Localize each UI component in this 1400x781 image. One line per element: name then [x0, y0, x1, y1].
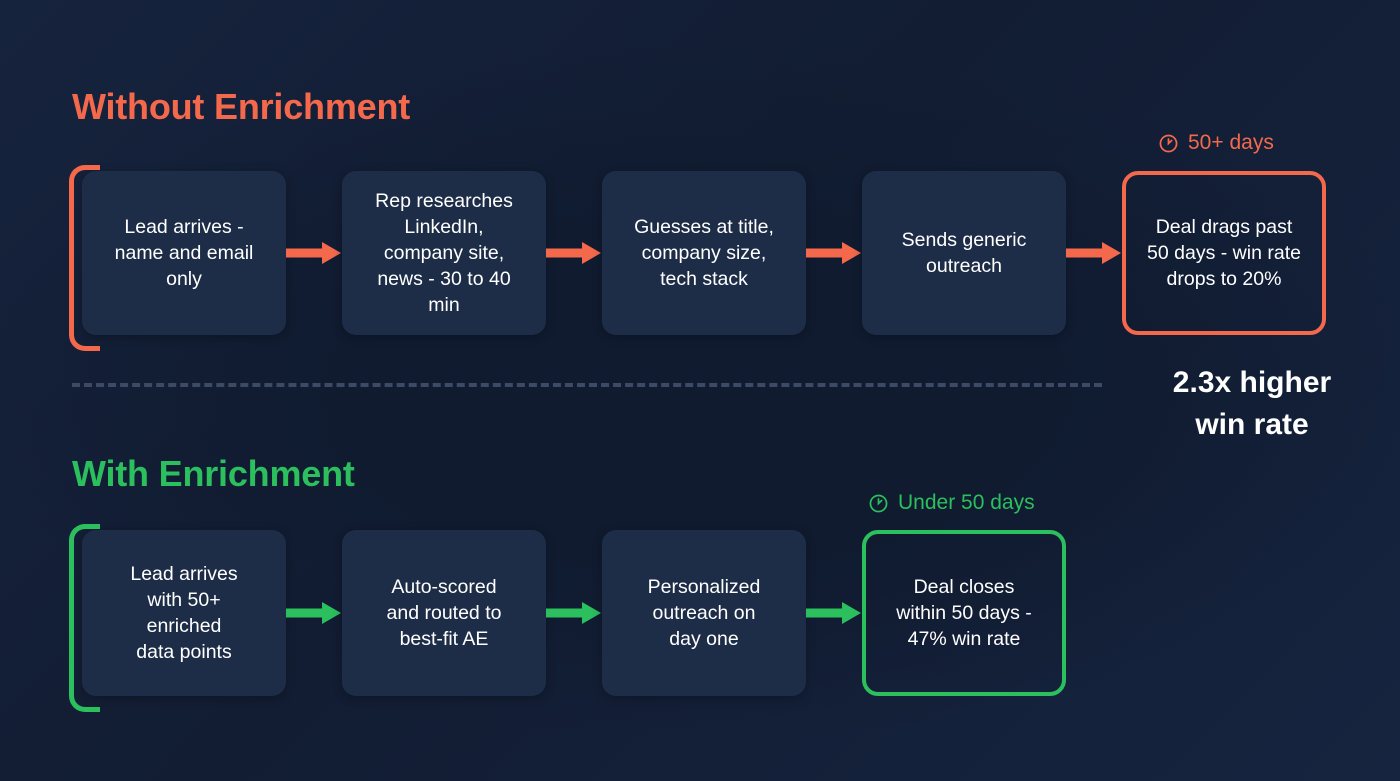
arrow-shaft — [1066, 248, 1106, 258]
flow-arrow-without-4 — [1066, 242, 1122, 264]
flow-node-with-3-label: Personalized outreach on day one — [647, 576, 761, 650]
duration-badge-with: Under 50 days — [868, 491, 1035, 515]
section-divider — [72, 383, 1102, 387]
clock-icon — [1158, 133, 1179, 154]
arrow-shaft — [286, 608, 326, 618]
flow-node-without-3[interactable]: Guesses at title, company size, tech sta… — [602, 171, 806, 335]
arrow-shaft — [546, 608, 586, 618]
flow-node-without-outcome-label: Deal drags past 50 days - win rate drops… — [1147, 216, 1301, 290]
flow-arrow-with-1 — [286, 602, 342, 624]
duration-badge-with-label: Under 50 days — [898, 491, 1035, 514]
arrow-head-icon — [842, 602, 861, 624]
section-title-with-enrichment: With Enrichment — [72, 453, 355, 494]
flow-node-with-outcome-label: Deal closes within 50 days - 47% win rat… — [896, 576, 1032, 650]
flow-node-with-outcome[interactable]: Deal closes within 50 days - 47% win rat… — [862, 530, 1066, 696]
flow-node-without-2[interactable]: Rep researches LinkedIn, company site, n… — [342, 171, 546, 335]
arrow-head-icon — [582, 602, 601, 624]
duration-badge-without-label: 50+ days — [1188, 131, 1274, 154]
flow-arrow-without-1 — [286, 242, 342, 264]
arrow-shaft — [806, 608, 846, 618]
flow-node-without-outcome[interactable]: Deal drags past 50 days - win rate drops… — [1122, 171, 1326, 335]
flow-row-without-enrichment: Lead arrives - name and email only Rep r… — [69, 165, 1326, 351]
flow-node-with-2[interactable]: Auto-scored and routed to best-fit AE — [342, 530, 546, 696]
flow-arrow-with-3 — [806, 602, 862, 624]
section-title-without-enrichment: Without Enrichment — [72, 86, 411, 127]
arrow-shaft — [286, 248, 326, 258]
flow-arrow-without-2 — [546, 242, 602, 264]
arrow-head-icon — [1102, 242, 1121, 264]
flow-arrow-without-3 — [806, 242, 862, 264]
arrow-head-icon — [322, 242, 341, 264]
flow-node-without-2-label: Rep researches LinkedIn, company site, n… — [375, 190, 513, 316]
flow-node-without-4-label: Sends generic outreach — [901, 229, 1027, 277]
flow-node-with-1-label: Lead arrives with 50+ enriched data poin… — [130, 563, 238, 663]
flow-arrow-with-2 — [546, 602, 602, 624]
arrow-head-icon — [582, 242, 601, 264]
arrow-shaft — [806, 248, 846, 258]
flow-row-with-enrichment: Lead arrives with 50+ enriched data poin… — [69, 524, 1066, 712]
comparison-stat: 2.3x higher win rate — [1172, 366, 1332, 441]
flow-node-without-1-label: Lead arrives - name and email only — [114, 216, 254, 290]
flow-node-without-1[interactable]: Lead arrives - name and email only — [69, 165, 286, 351]
clock-icon — [868, 493, 889, 514]
arrow-head-icon — [842, 242, 861, 264]
flow-node-without-4[interactable]: Sends generic outreach — [862, 171, 1066, 335]
flow-node-with-2-label: Auto-scored and routed to best-fit AE — [386, 576, 502, 650]
duration-badge-without: 50+ days — [1158, 131, 1274, 155]
arrow-head-icon — [322, 602, 341, 624]
flow-node-without-3-label: Guesses at title, company size, tech sta… — [634, 216, 774, 290]
flow-node-with-3[interactable]: Personalized outreach on day one — [602, 530, 806, 696]
flow-node-with-1[interactable]: Lead arrives with 50+ enriched data poin… — [69, 524, 286, 712]
arrow-shaft — [546, 248, 586, 258]
